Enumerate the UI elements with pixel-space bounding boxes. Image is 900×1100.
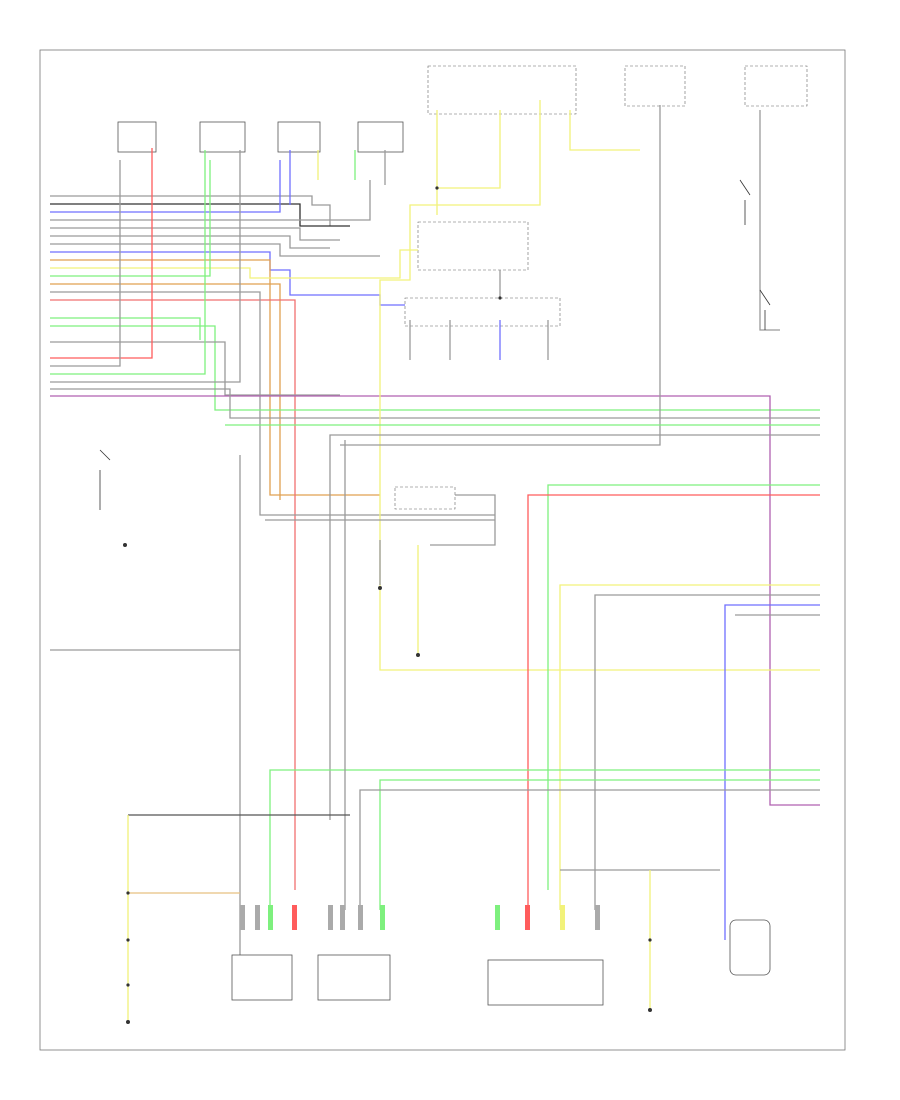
ground-symbol: [416, 653, 420, 657]
ground-symbols: [123, 543, 652, 1024]
wire-gray-21: [359, 789, 820, 910]
module-drops: [289, 100, 820, 671]
center-relays: [265, 486, 496, 655]
wire-gray-19: [594, 594, 820, 910]
wire-gray-3: [50, 227, 340, 241]
wire-yellow-5: [379, 100, 820, 671]
pin: [560, 905, 565, 930]
wire-pink-1: [50, 299, 296, 890]
wire-blue-1: [50, 160, 281, 213]
pin: [358, 905, 363, 930]
connector-relay: [487, 959, 604, 1006]
top-modules: [117, 65, 808, 327]
right-harness: [50, 424, 820, 1000]
module-2-box: [199, 121, 246, 153]
wire-gray-12: [340, 105, 661, 446]
wire-gray-4: [50, 235, 330, 249]
wire-gray-13: [759, 110, 780, 331]
relay-box-1: [394, 486, 456, 510]
bus-bar-box: [404, 297, 561, 327]
fuse-block-2: [624, 65, 686, 107]
switch-contact: [99, 449, 111, 510]
wire-green-2: [50, 317, 201, 340]
wire-green-8: [269, 769, 820, 910]
pin: [525, 905, 530, 930]
junction-node: [498, 296, 502, 300]
wire-gray-2: [50, 180, 371, 221]
wire-gray-10: [50, 388, 820, 419]
diagram-frame: [39, 49, 846, 1051]
wire-gray-7: [50, 341, 340, 396]
switch-contacts: [99, 179, 771, 510]
wire-violet-1: [50, 395, 820, 806]
pin: [380, 905, 385, 930]
wire-blue-5: [724, 604, 820, 940]
pin: [292, 905, 297, 930]
pin: [340, 905, 345, 930]
wire-yellow-4: [437, 110, 501, 189]
wire-orange-2: [50, 283, 281, 500]
module-1-box: [117, 121, 157, 153]
ground-symbol: [378, 586, 382, 590]
wire-red-2: [527, 494, 820, 910]
junction-node: [648, 938, 652, 942]
wire-gray-18: [329, 434, 820, 820]
pin: [255, 905, 260, 930]
wire-red-1: [50, 148, 153, 359]
module-4-box: [357, 121, 404, 153]
fuse-block-1: [427, 65, 577, 115]
combination-meter-box: [417, 221, 529, 271]
left-harness: [50, 148, 820, 890]
junction-node: [126, 938, 130, 942]
sensor-right: [729, 919, 771, 976]
ground-symbol: [648, 1008, 652, 1012]
connector-pins: [240, 905, 600, 930]
bottom-components: [99, 179, 771, 1024]
wire-green-3: [50, 325, 820, 411]
junction-nodes: [126, 186, 652, 987]
junction-node: [126, 983, 130, 987]
switch-contact: [739, 179, 751, 225]
wire-green-7: [547, 484, 820, 890]
wire-gray-6: [50, 291, 495, 516]
ground-symbol: [126, 1020, 130, 1024]
pin: [495, 905, 500, 930]
junction-node: [435, 186, 439, 190]
wire-gray-5: [50, 243, 380, 257]
wire-yellow-6: [569, 110, 640, 151]
connector-left: [231, 954, 293, 1001]
wire-gray-8: [50, 160, 121, 367]
wire-green-1: [50, 160, 211, 277]
connector-mid: [317, 954, 391, 1001]
wire-gray-1: [50, 195, 331, 226]
module-3-box: [277, 121, 321, 153]
pin: [268, 905, 273, 930]
fuse-block-3: [744, 65, 808, 107]
pin: [328, 905, 333, 930]
wire-orange-1: [50, 259, 380, 496]
wire-green-4: [50, 150, 206, 375]
wire-yellow-1: [50, 249, 418, 279]
switch-contact: [759, 289, 771, 330]
wire-yellow-7: [559, 584, 820, 910]
ground-symbol: [123, 543, 127, 547]
pin: [595, 905, 600, 930]
wire-gray-9: [50, 150, 241, 383]
wire-black-1: [50, 203, 350, 227]
junction-node: [126, 891, 130, 895]
wire-green-9: [379, 779, 820, 910]
pin: [240, 905, 245, 930]
